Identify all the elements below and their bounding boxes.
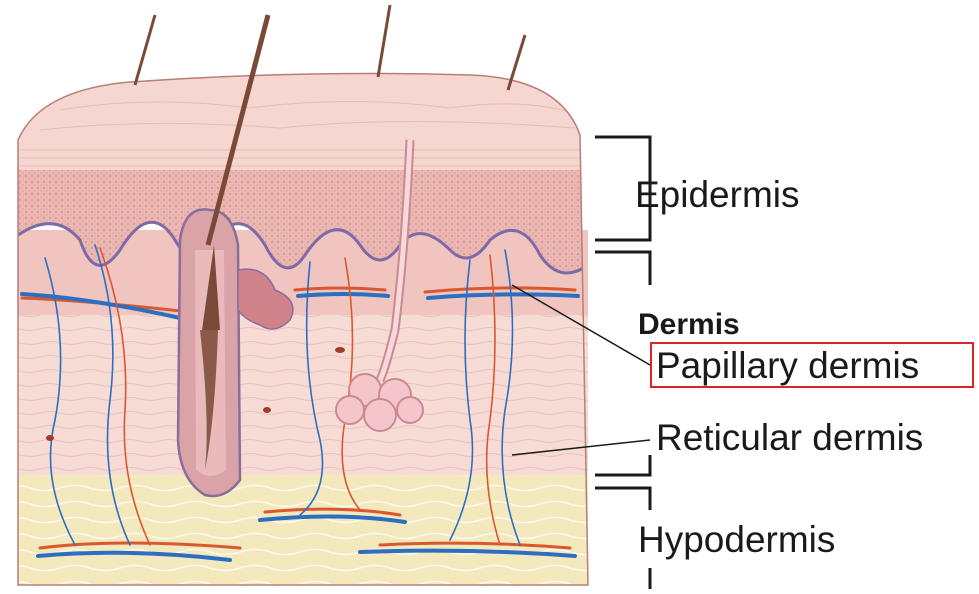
hypodermis-label: Hypodermis (638, 521, 835, 558)
dermis-bracket-top (595, 252, 650, 285)
epidermis-label: Epidermis (635, 176, 800, 213)
hypodermis-bracket-top (595, 488, 650, 510)
dermis-label: Dermis (638, 310, 740, 340)
hypodermis-layer (18, 470, 588, 585)
papillary-dermis-label: Papillary dermis (656, 347, 919, 384)
reticular-dermis-label: Reticular dermis (656, 419, 923, 456)
dermis-bracket-bottom (595, 455, 650, 475)
